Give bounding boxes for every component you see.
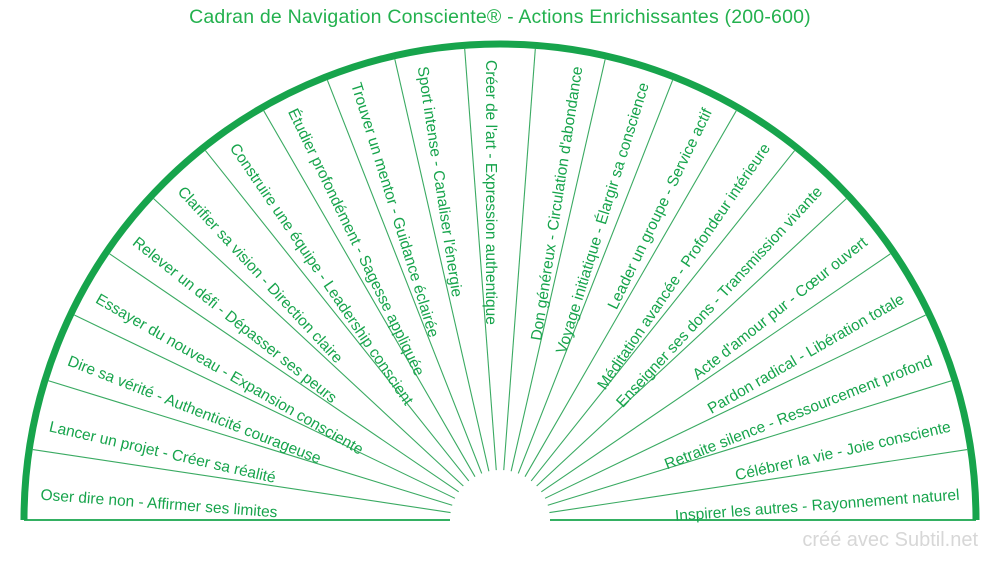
sector-divider-line	[32, 449, 451, 514]
sector-label: Enseigner ses dons - Transmission vivant…	[613, 183, 827, 412]
sector-divider-line	[464, 48, 497, 471]
sector-divider-line	[530, 150, 796, 482]
sector-divider-line	[326, 79, 483, 474]
dial-sector-lines	[32, 48, 968, 514]
sector-divider-line	[541, 253, 891, 493]
sector-divider-line	[524, 110, 737, 477]
sector-divider-line	[503, 48, 536, 471]
sector-divider-line	[517, 79, 674, 474]
sector-divider-line	[153, 198, 464, 487]
sector-divider-line	[510, 59, 606, 472]
sector-divider-line	[547, 380, 952, 506]
sector-divider-line	[549, 449, 968, 514]
sector-divider-line	[544, 314, 926, 499]
sector-divider-line	[263, 110, 476, 477]
sector-divider-line	[204, 150, 470, 482]
sector-label: Clarifier sa vision - Direction claire	[173, 183, 346, 367]
sector-divider-line	[394, 59, 490, 472]
sector-divider-line	[74, 314, 456, 499]
watermark: créé avec Subtil.net	[802, 529, 978, 551]
dial-outer-arc	[20, 40, 980, 521]
sector-label: Créer de l'art - Expression authentique	[482, 60, 499, 325]
page-title: Cadran de Navigation Consciente® - Actio…	[189, 6, 811, 28]
sector-divider-line	[536, 198, 847, 487]
sector-divider-line	[109, 253, 459, 493]
sector-divider-line	[48, 380, 453, 506]
